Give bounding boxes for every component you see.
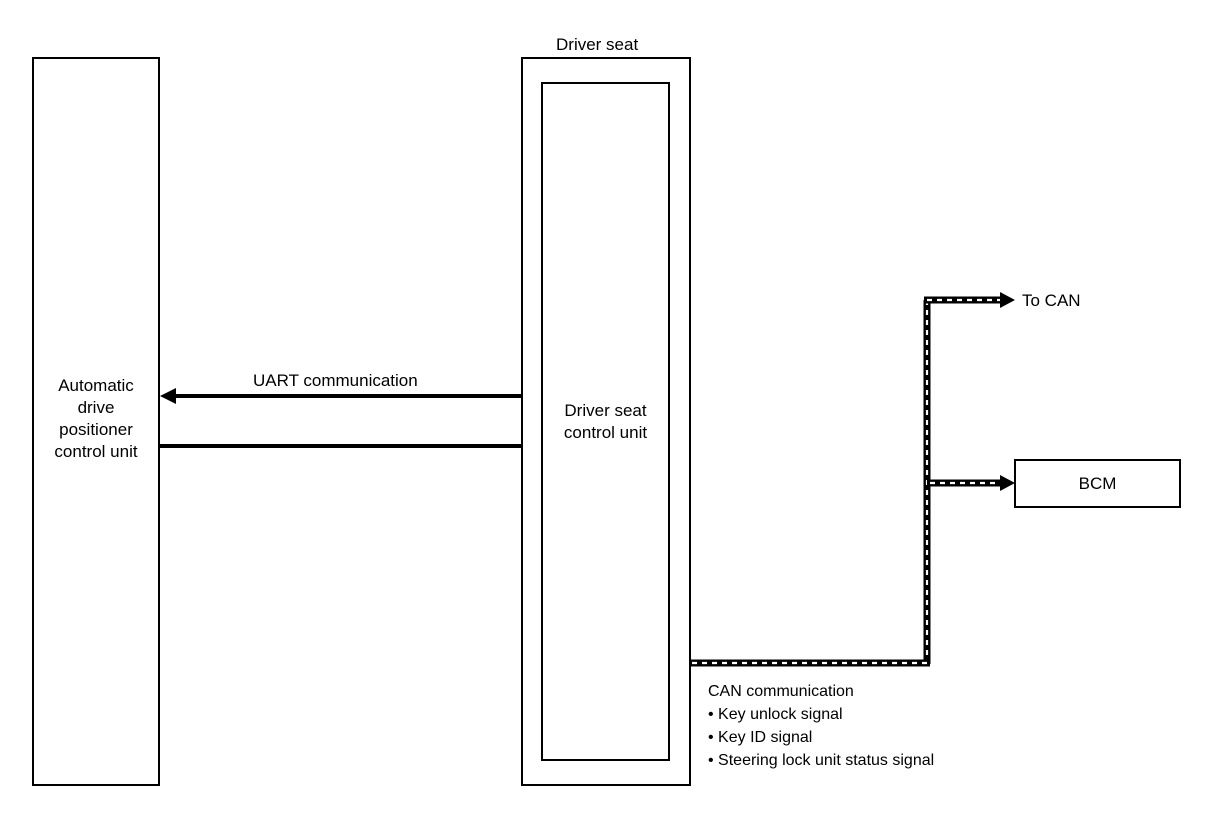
can-bus-to-bcm bbox=[927, 475, 1015, 491]
can-signal-item: • Key ID signal bbox=[708, 729, 813, 746]
seat-unit-label-line-1: Driver seat bbox=[564, 401, 647, 420]
adp-label-line-4: control unit bbox=[54, 442, 138, 461]
uart-communication-label: UART communication bbox=[253, 371, 418, 390]
adp-label-line-3: positioner bbox=[59, 420, 133, 439]
to-can-label: To CAN bbox=[1022, 291, 1081, 310]
driver-seat-control-unit-label: Driver seat control unit bbox=[541, 400, 670, 444]
driver-seat-title: Driver seat bbox=[556, 35, 639, 54]
can-signal-item: • Key unlock signal bbox=[708, 706, 843, 723]
adp-control-unit-box bbox=[32, 57, 160, 786]
can-signal-item: • Steering lock unit status signal bbox=[708, 752, 935, 769]
can-communication-heading: CAN communication bbox=[708, 683, 854, 700]
can-signal-list: CAN communication • Key unlock signal • … bbox=[708, 680, 934, 772]
can-bus-to-seat-unit bbox=[668, 655, 930, 671]
bcm-label: BCM bbox=[1078, 474, 1117, 493]
adp-label-line-2: drive bbox=[77, 398, 115, 417]
driver-seat-control-unit-box bbox=[541, 82, 670, 761]
seat-unit-label-line-2: control unit bbox=[563, 423, 648, 442]
can-bus-to-can bbox=[924, 292, 1015, 308]
adp-control-unit-label: Automatic drive positioner control unit bbox=[32, 375, 160, 463]
bcm-box bbox=[1014, 459, 1181, 508]
uart-arrowhead-left bbox=[160, 388, 176, 404]
adp-label-line-1: Automatic bbox=[58, 376, 134, 395]
